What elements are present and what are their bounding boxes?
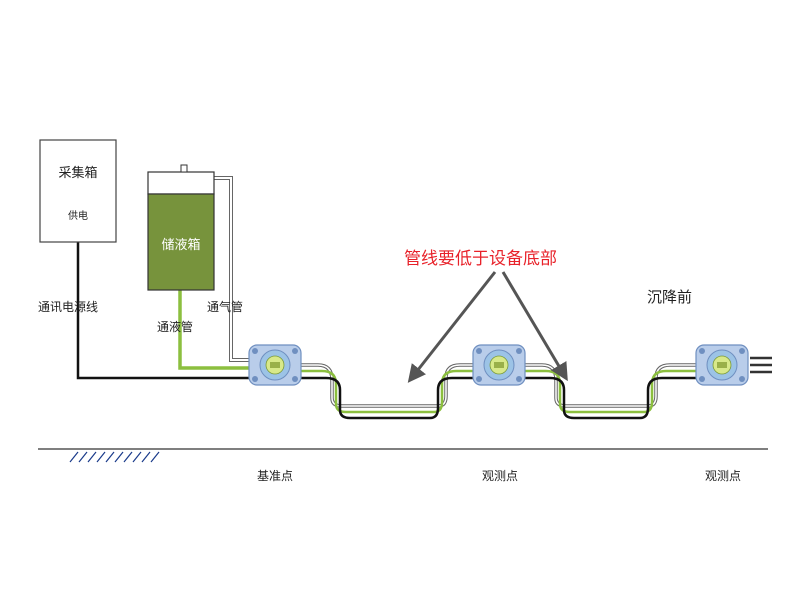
- collector-box-title: 采集箱: [58, 166, 98, 181]
- comm-power-line-label: 通讯电源线: [38, 300, 99, 314]
- liquid-tube-label: 通液管: [157, 320, 194, 334]
- arrow-icon: [501, 271, 568, 382]
- pipe-bundle-tail: [750, 356, 772, 374]
- ground-hatch-icon: [69, 451, 160, 463]
- annotation-text: 管线要低于设备底部: [404, 249, 557, 269]
- collector-power-label: 供电: [68, 211, 88, 222]
- state-label: 沉降前: [647, 288, 693, 306]
- sensor-device-icon: [472, 344, 526, 386]
- tank-label: 储液箱: [161, 238, 201, 253]
- point-label-observation-2: 观测点: [704, 469, 741, 483]
- annotation-arrows: [407, 271, 568, 383]
- air-tube-pipe: [214, 176, 250, 362]
- arrow-icon: [407, 271, 497, 383]
- point-label-datum: 基准点: [256, 469, 293, 483]
- collector-box: [39, 139, 117, 243]
- air-tube-label: 通气管: [207, 300, 244, 314]
- liquid-tank: [147, 164, 215, 291]
- pipe-bundle-segment-1: [295, 363, 478, 420]
- comm-power-cable: [76, 242, 250, 380]
- liquid-tube-pipe: [178, 290, 250, 370]
- pipe-bundle-segment-2: [520, 363, 700, 420]
- point-label-observation-1: 观测点: [481, 469, 518, 483]
- sensor-device-icon: [695, 344, 749, 386]
- sensor-device-icon: [248, 344, 302, 386]
